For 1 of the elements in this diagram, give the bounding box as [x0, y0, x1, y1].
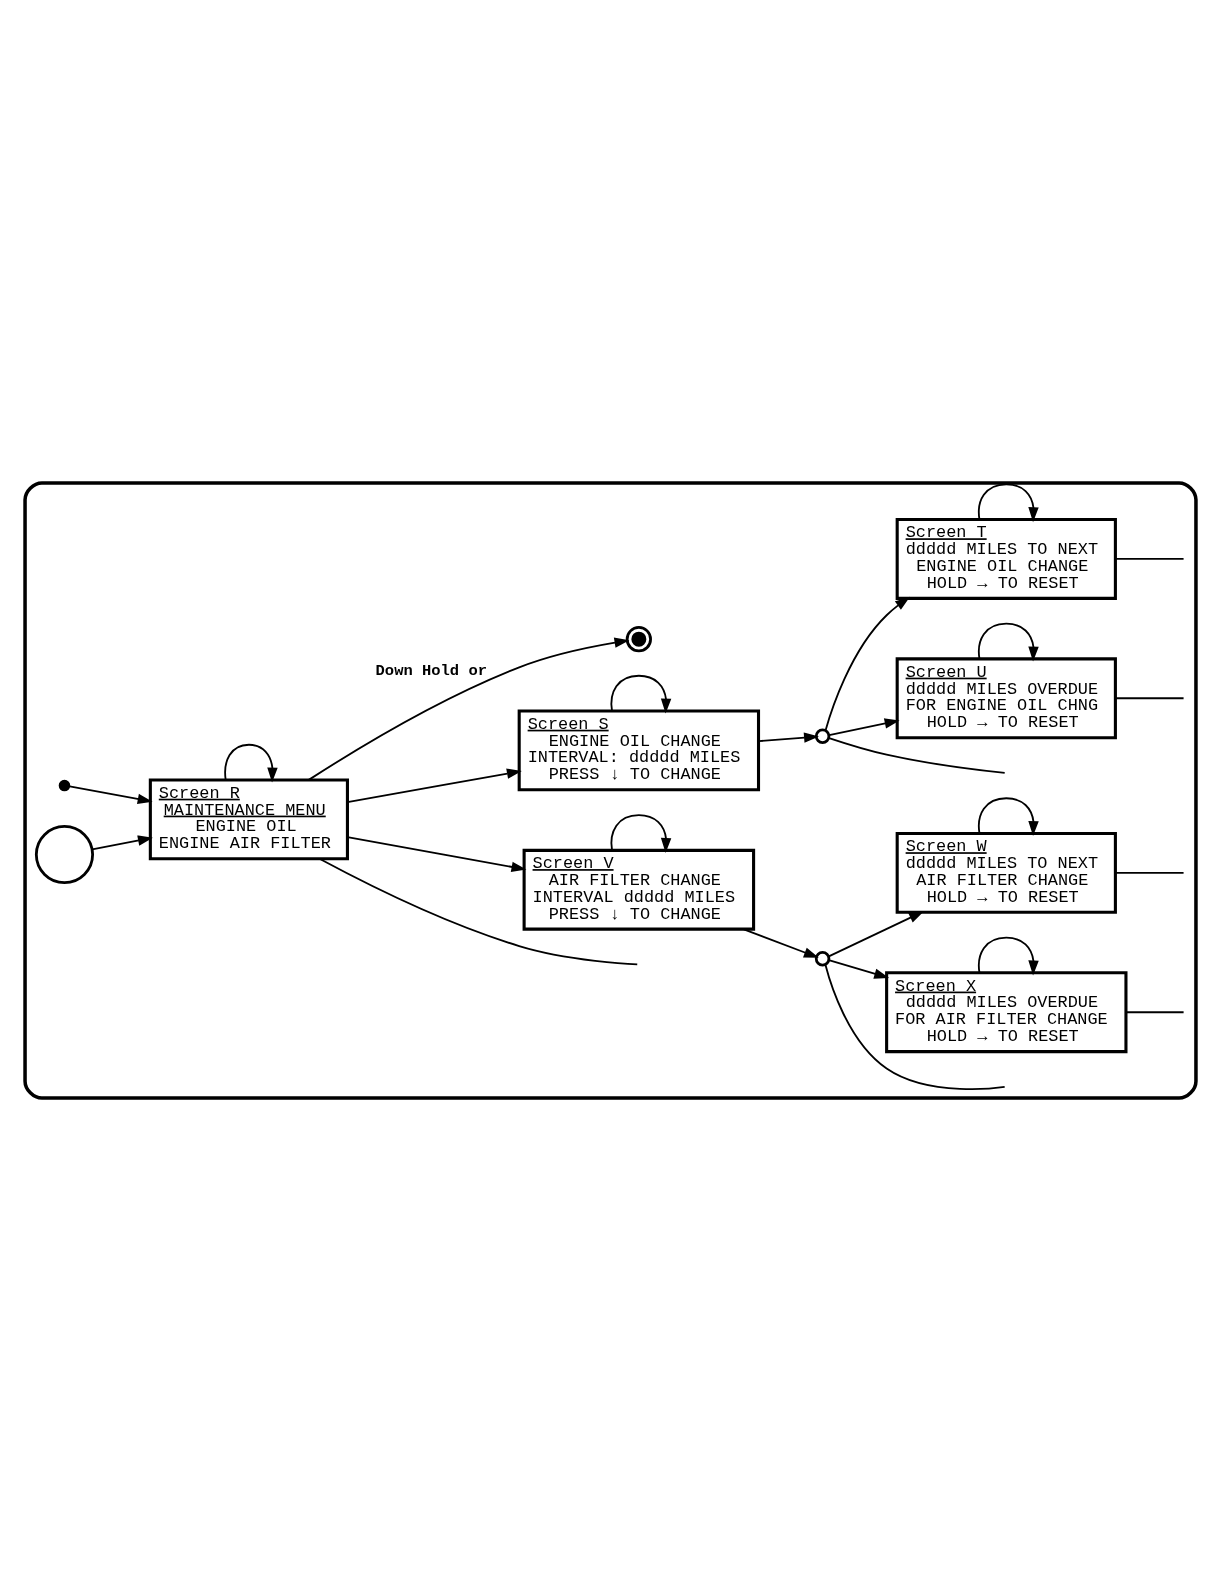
edge-label: Down Hold or	[375, 662, 487, 681]
